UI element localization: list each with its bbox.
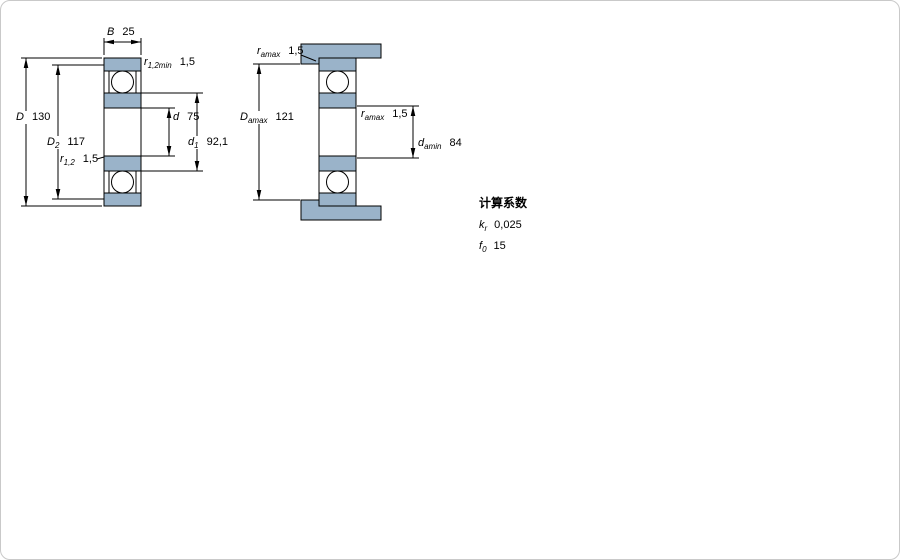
right-view-dimension-lines — [253, 54, 419, 201]
leader-r12 — [96, 156, 105, 160]
leader-ra-top — [300, 54, 317, 62]
left-view-dimension-lines — [21, 38, 203, 207]
calculation-factors-title: 计算系数 — [479, 196, 528, 210]
left-view-bearing-section — [103, 57, 142, 207]
top-ball-right — [326, 70, 349, 94]
bottom-ball-right — [326, 170, 349, 194]
right-view-mounting-section — [300, 43, 382, 221]
top-ball — [111, 70, 134, 94]
bottom-ball — [111, 170, 134, 194]
